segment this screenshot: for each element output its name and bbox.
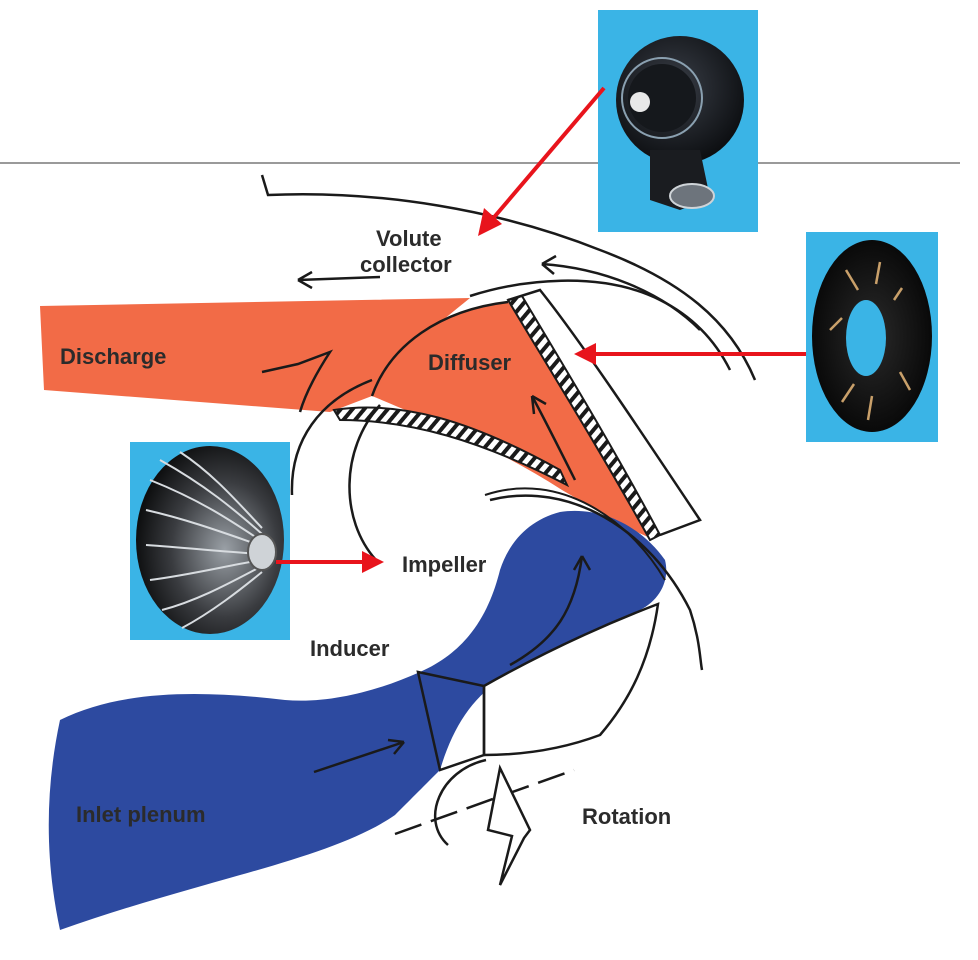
inducer-outline [416,670,486,772]
rotation-symbol [394,758,575,886]
impeller-wheel-photo [130,442,290,640]
impeller-pointer-arrow [276,551,384,573]
inducer-label: Inducer [310,636,390,661]
inlet-plenum-passage [48,510,667,930]
discharge-bend [261,349,334,413]
shroud-curve-mid [348,404,381,561]
volute-wall [507,288,702,537]
diffuser-ring-photo [806,232,938,442]
diffuser-label: Diffuser [428,350,512,375]
volute-flow-arrow [297,270,381,290]
impeller-label: Impeller [402,552,487,577]
volute-outline-outer [260,174,757,381]
diffuser-ring-icon [812,240,932,432]
discharge-label: Discharge [60,344,166,369]
volute-outline-inner [469,279,732,371]
inlet-plenum-label: Inlet plenum [76,802,206,827]
volute-label-line1: Volute [376,226,442,251]
diffuser-flow-arrow [530,394,577,481]
shroud-curve-right [489,494,704,671]
volute-label-line2: collector [360,252,452,277]
collector-flow-arrow [541,254,701,331]
rotation-arrow-icon [486,764,532,886]
inlet-flow-arrow [313,738,405,774]
diffuser-pointer-arrow [574,343,806,365]
diffuser-hatch-lower [332,406,570,488]
impeller-blade-region [482,602,660,757]
diffuser-wedge [372,302,650,538]
volute-casing-icon [616,36,744,210]
shroud-curve-right-inner [484,487,666,581]
rotation-label: Rotation [582,804,671,829]
volute-casing-photo [598,10,758,232]
diffuser-outline [370,300,509,397]
shroud-curve-left [290,378,373,496]
impeller-wheel-icon [136,446,284,634]
impeller-flow-arrow [509,555,592,667]
volute-pointer-arrow [478,86,606,236]
